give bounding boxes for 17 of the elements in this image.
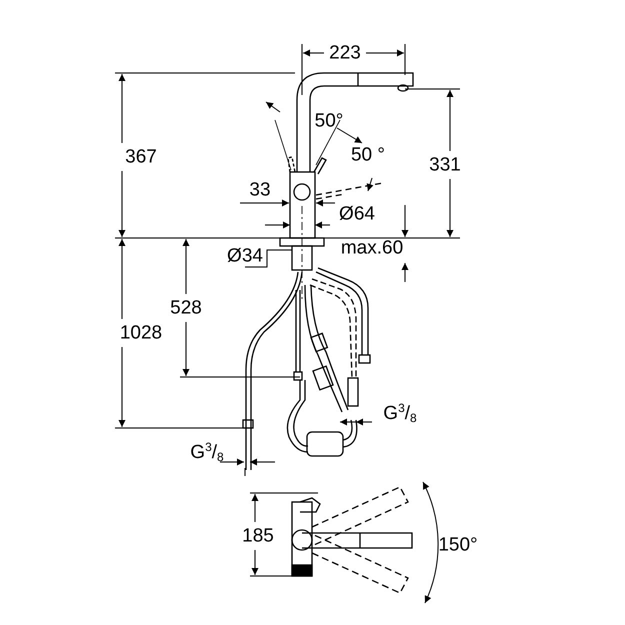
thread-size-label: G$^{3}$/$_{8}$ — [189, 441, 225, 463]
dimension-label: 185 — [241, 526, 275, 546]
dimension-label: max.60 — [340, 238, 404, 258]
thread-size-label: G$^{3}$/$_{8}$ — [382, 402, 418, 424]
dimension-label: 223 — [328, 44, 362, 62]
dimension-label: 528 — [169, 298, 203, 318]
angle-label: 150° — [437, 536, 479, 554]
dimension-label: 331 — [428, 156, 462, 174]
dimension-label: 1028 — [118, 324, 164, 342]
angle-label: 50 ° — [350, 146, 386, 164]
faucet-shank — [291, 245, 313, 271]
dimension-label: 33 — [248, 180, 272, 200]
leader-line — [244, 250, 292, 268]
dimension-label: 367 — [124, 148, 158, 166]
angle-label: 50° — [314, 112, 344, 130]
diameter-label: Ø64 — [338, 204, 376, 224]
diameter-label: Ø34 — [226, 246, 264, 266]
